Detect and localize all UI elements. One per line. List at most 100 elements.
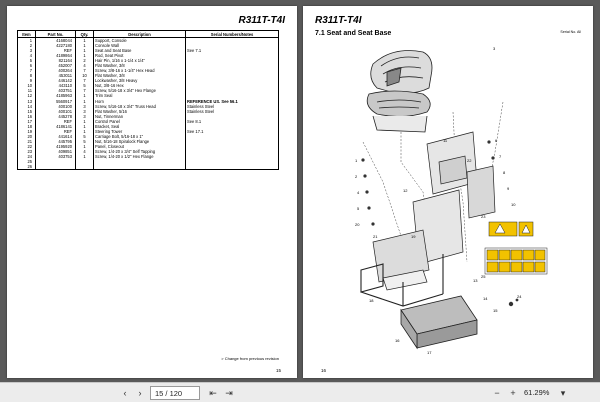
parts-table: Item Part No. Qty. Description Serial Nu… (17, 30, 279, 171)
col-header-item: Item (17, 30, 36, 38)
cell-notes (185, 113, 279, 119)
cell-qty (75, 164, 94, 171)
next-page-button[interactable]: › (133, 386, 147, 400)
cell-notes (185, 133, 279, 139)
left-page: R311T-T4I Item Part No. Qty. Description… (7, 6, 297, 378)
callout-label: 23 (481, 214, 486, 219)
cell-notes: REFERENCE US. See 56.1 (185, 98, 279, 104)
cell-notes: See 7.1 (185, 48, 279, 54)
zoom-dropdown-button[interactable]: ▾ (556, 386, 570, 400)
revision-footnote: > Change from previous revision (221, 356, 279, 361)
page-title: R311T-T4I (315, 15, 362, 26)
callout-label: 14 (483, 296, 488, 301)
cell-notes (185, 78, 279, 84)
callout-label: 8 (503, 170, 506, 175)
callout-label: 2 (355, 174, 358, 179)
callout-label: 5 (357, 206, 360, 211)
cell-notes (185, 63, 279, 69)
cell-notes (185, 138, 279, 144)
skip-forward-icon: ⇥ (225, 387, 233, 398)
cell-notes (185, 123, 279, 129)
zoom-level[interactable]: 61.29% (524, 388, 550, 397)
chevron-left-icon: ‹ (123, 388, 127, 398)
callout-label: 18 (369, 298, 374, 303)
zoom-out-button[interactable]: − (490, 386, 504, 400)
cell-notes: Stainless Steel (185, 103, 279, 109)
seat-exploded-diagram: 1234567891011121314151617181920212223242… (355, 46, 548, 355)
right-page: R311T-T4I 7.1 Seat and Seat Base Serial … (303, 6, 593, 378)
callout-label: 24 (517, 294, 522, 299)
skip-back-icon: ⇤ (209, 387, 217, 398)
last-page-button[interactable]: ⇥ (222, 386, 236, 400)
callout-label: 20 (355, 222, 360, 227)
cell-notes (185, 164, 279, 171)
cell-notes (185, 43, 279, 49)
callout-label: 7 (499, 154, 502, 159)
col-header-notes: Serial Numbers/Notes (185, 30, 279, 38)
cell-notes (185, 88, 279, 94)
page-number-input[interactable]: 15 / 120 (150, 386, 200, 400)
callout-label: 9 (507, 186, 510, 191)
cell-description (93, 164, 186, 171)
callout-label: 1 (355, 158, 358, 163)
warning-decals (484, 221, 548, 275)
cell-notes (185, 159, 279, 165)
zoom-out-icon: − (494, 388, 500, 398)
callout-label: 25 (481, 274, 486, 279)
callout-label: 21 (373, 234, 378, 239)
zoom-in-button[interactable]: + (506, 386, 520, 400)
callout-label: 22 (467, 158, 472, 163)
chevron-down-icon: ▾ (560, 387, 566, 398)
cell-notes (185, 37, 279, 43)
cell-notes: See 8.1 (185, 118, 279, 124)
cell-notes (185, 93, 279, 99)
cell-notes (185, 68, 279, 74)
cell-notes (185, 148, 279, 155)
cell-notes: See 17.1 (185, 128, 279, 134)
callout-label: 15 (493, 308, 498, 313)
viewer-toolbar: ‹ › 15 / 120 ⇤ ⇥ − + 61.29% ▾ (0, 382, 600, 402)
col-header-description: Description (93, 30, 186, 38)
first-page-button[interactable]: ⇤ (206, 386, 220, 400)
chevron-right-icon: › (138, 388, 142, 398)
seat-illustration (366, 50, 433, 133)
callout-label: 19 (411, 234, 416, 239)
previous-page-button[interactable]: ‹ (118, 386, 132, 400)
callout-label: 6 (495, 138, 498, 143)
cell-notes (185, 58, 279, 64)
cell-part-no (35, 164, 76, 171)
callout-label: 13 (473, 278, 478, 283)
cell-notes: Stainless Steel (185, 108, 279, 114)
page-number: 15 (275, 368, 281, 373)
callout-label: 10 (511, 202, 516, 207)
callout-label: 16 (395, 338, 400, 343)
cell-notes (185, 83, 279, 89)
cell-notes (185, 53, 279, 59)
col-header-qty: Qty. (75, 30, 94, 38)
col-header-part-no: Part No. (35, 30, 76, 38)
cell-notes (185, 73, 279, 79)
table-row: 26 (17, 164, 279, 171)
